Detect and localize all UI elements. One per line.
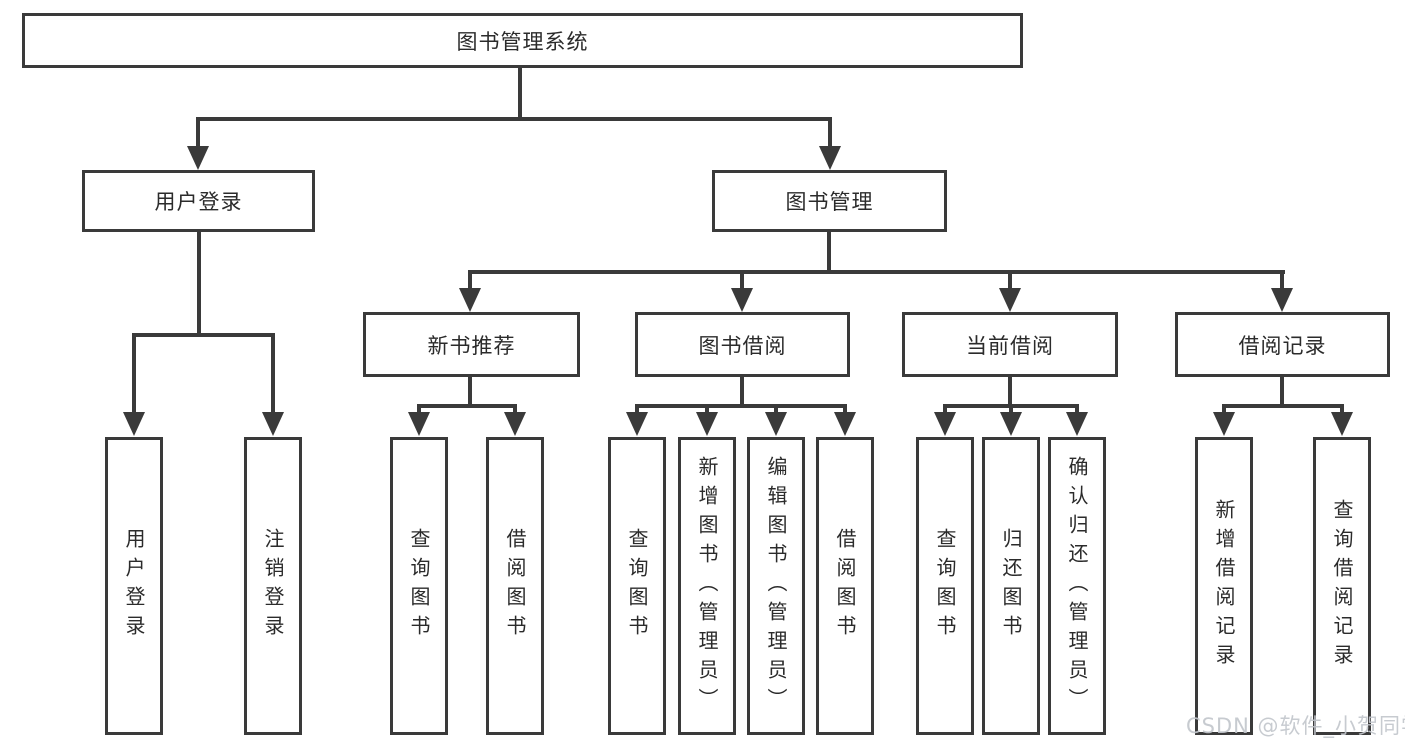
connector-user-login-drop-2	[271, 333, 275, 412]
node-borrow-records: 借阅记录	[1175, 312, 1390, 377]
leaf-add-book-admin: 新增图书（管理员）	[678, 437, 736, 735]
arrow-to-book-borrow	[731, 288, 753, 312]
node-book-borrow: 图书借阅	[635, 312, 850, 377]
connector-borrow-drop-3	[774, 404, 778, 414]
connector-level2-drop-left	[196, 117, 200, 148]
node-new-book-recommend: 新书推荐	[363, 312, 580, 377]
node-current-borrow: 当前借阅	[902, 312, 1118, 377]
connector-current-drop-1	[943, 404, 947, 414]
leaf-edit-book-admin-label: 编辑图书（管理员）	[764, 455, 788, 717]
arrow-current-leaf-1	[934, 412, 956, 436]
connector-borrow-stem	[740, 377, 744, 408]
connector-recommend-drop-2	[513, 404, 517, 414]
arrow-to-leaf-logout	[262, 412, 284, 436]
leaf-borrow-query-books: 查询图书	[608, 437, 666, 735]
connector-level3-drop-2	[740, 270, 744, 290]
arrow-to-new-book-recommend	[459, 288, 481, 312]
arrow-records-leaf-2	[1331, 412, 1353, 436]
leaf-add-borrow-record-label: 新增借阅记录	[1212, 499, 1236, 673]
node-root-label: 图书管理系统	[456, 29, 589, 54]
node-book-borrow-label: 图书借阅	[698, 333, 787, 358]
arrow-current-leaf-3	[1066, 412, 1088, 436]
connector-recommend-rail	[417, 404, 517, 408]
leaf-recommend-query-books: 查询图书	[390, 437, 448, 735]
leaf-recommend-borrow-books: 借阅图书	[486, 437, 544, 735]
connector-records-drop-1	[1222, 404, 1226, 414]
connector-level3-drop-4	[1280, 270, 1284, 290]
node-new-book-recommend-label: 新书推荐	[427, 333, 516, 358]
arrow-to-leaf-user-login	[123, 412, 145, 436]
leaf-confirm-return-admin-label: 确认归还（管理员）	[1065, 455, 1089, 717]
leaf-current-query-books-label: 查询图书	[933, 528, 957, 644]
arrow-borrow-leaf-1	[626, 412, 648, 436]
arrow-borrow-leaf-2	[696, 412, 718, 436]
connector-records-drop-2	[1340, 404, 1344, 414]
node-user-login: 用户登录	[82, 170, 315, 232]
leaf-recommend-borrow-books-label: 借阅图书	[503, 528, 527, 644]
connector-current-drop-2	[1009, 404, 1013, 414]
connector-user-login-stem	[197, 232, 201, 337]
arrow-to-book-management	[819, 146, 841, 170]
connector-user-login-drop-1	[132, 333, 136, 412]
node-borrow-records-label: 借阅记录	[1238, 333, 1327, 358]
connector-records-stem	[1280, 377, 1284, 408]
connector-book-management-stem	[827, 232, 831, 274]
node-current-borrow-label: 当前借阅	[966, 333, 1054, 358]
leaf-borrow-query-books-label: 查询图书	[625, 528, 649, 644]
connector-root-stem	[518, 68, 522, 121]
arrow-to-current-borrow	[999, 288, 1021, 312]
node-root: 图书管理系统	[22, 13, 1023, 68]
connector-borrow-rail	[635, 404, 847, 408]
leaf-borrow-books-label: 借阅图书	[833, 528, 857, 644]
leaf-confirm-return-admin: 确认归还（管理员）	[1048, 437, 1106, 735]
connector-level2-drop-right	[828, 117, 832, 148]
leaf-return-book-label: 归还图书	[999, 528, 1023, 644]
leaf-add-book-admin-label: 新增图书（管理员）	[695, 455, 719, 717]
arrow-recommend-leaf-1	[408, 412, 430, 436]
leaf-return-book: 归还图书	[982, 437, 1040, 735]
arrow-to-user-login	[187, 146, 209, 170]
leaf-query-borrow-record-label: 查询借阅记录	[1330, 499, 1354, 673]
connector-level3-drop-1	[468, 270, 472, 290]
leaf-logout: 注销登录	[244, 437, 302, 735]
connector-level3-drop-3	[1008, 270, 1012, 290]
node-book-management-label: 图书管理	[785, 190, 874, 214]
connector-recommend-stem	[468, 377, 472, 408]
connector-borrow-drop-2	[705, 404, 709, 414]
leaf-borrow-books: 借阅图书	[816, 437, 874, 735]
arrow-to-borrow-records	[1271, 288, 1293, 312]
connector-current-stem	[1008, 377, 1012, 408]
leaf-add-borrow-record: 新增借阅记录	[1195, 437, 1253, 735]
leaf-user-login: 用户登录	[105, 437, 163, 735]
connector-current-drop-3	[1075, 404, 1079, 414]
leaf-query-borrow-record: 查询借阅记录	[1313, 437, 1371, 735]
node-user-login-label: 用户登录	[154, 190, 243, 214]
arrow-records-leaf-1	[1213, 412, 1235, 436]
connector-borrow-drop-4	[843, 404, 847, 414]
arrow-borrow-leaf-4	[834, 412, 856, 436]
connector-recommend-drop-1	[417, 404, 421, 414]
connector-level2-rail	[196, 117, 832, 121]
node-book-management: 图书管理	[712, 170, 947, 232]
arrow-borrow-leaf-3	[765, 412, 787, 436]
connector-level3-rail	[469, 270, 1285, 274]
leaf-edit-book-admin: 编辑图书（管理员）	[747, 437, 805, 735]
arrow-recommend-leaf-2	[504, 412, 526, 436]
arrow-current-leaf-2	[1000, 412, 1022, 436]
leaf-current-query-books: 查询图书	[916, 437, 974, 735]
csdn-watermark: CSDN @软件_小贺同学	[1186, 714, 1405, 738]
leaf-recommend-query-books-label: 查询图书	[407, 528, 431, 644]
connector-borrow-drop-1	[635, 404, 639, 414]
connector-user-login-rail	[132, 333, 275, 337]
leaf-logout-label: 注销登录	[261, 528, 285, 644]
leaf-user-login-label: 用户登录	[122, 528, 146, 644]
connector-records-rail	[1222, 404, 1344, 408]
